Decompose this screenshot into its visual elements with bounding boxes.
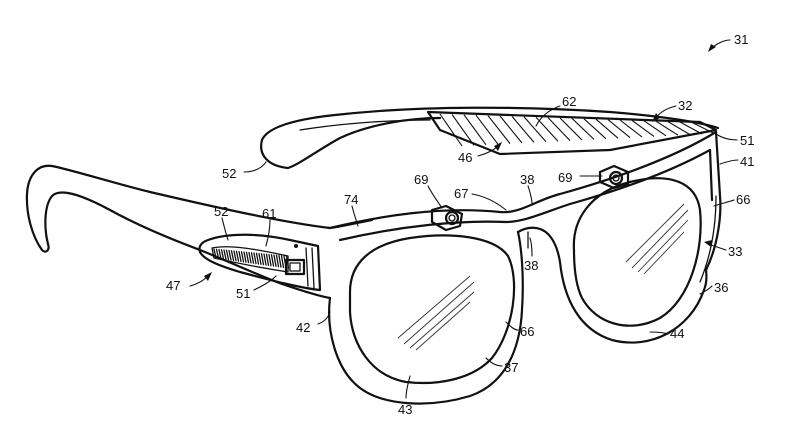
module-texture-line — [278, 254, 282, 268]
hatch-line — [463, 114, 487, 146]
module-texture-line — [245, 251, 250, 264]
ref-66-right: 66 — [736, 192, 750, 207]
module-texture-line — [220, 249, 225, 260]
front-frame — [328, 130, 722, 405]
module-texture-line — [240, 251, 245, 263]
ref-69-right: 69 — [558, 170, 572, 185]
hatch-line — [571, 118, 595, 140]
module-texture-line — [215, 248, 220, 260]
hatch-line — [559, 117, 583, 141]
hatch-line — [547, 117, 571, 141]
module-texture-line — [250, 252, 255, 264]
module-texture-line — [273, 254, 277, 268]
module-texture-line — [263, 253, 267, 266]
ref-74: 74 — [344, 192, 358, 207]
ref-52-left: 52 — [214, 204, 228, 219]
right-lens-glare — [625, 203, 689, 275]
hatch-line — [511, 116, 535, 143]
near-temple-arm — [25, 164, 374, 300]
ref-51-left: 51 — [236, 286, 250, 301]
module-texture-line — [265, 253, 270, 267]
module-texture-line — [233, 250, 237, 262]
ref-37: 37 — [504, 360, 518, 375]
leader-lines — [189, 39, 739, 399]
ref-31: 31 — [734, 32, 748, 47]
left-camera-lens — [430, 204, 464, 232]
far-temple-arm — [260, 106, 720, 170]
reference-numerals: 31 62 32 51 41 46 52 69 38 69 67 66 74 5… — [166, 32, 754, 417]
hatch-line — [451, 114, 475, 146]
ref-36: 36 — [714, 280, 728, 295]
module-texture-line — [285, 255, 290, 269]
hatch-line — [619, 119, 643, 138]
hatch-line — [643, 120, 667, 137]
ref-52-right: 52 — [222, 166, 236, 181]
ref-61: 61 — [262, 206, 276, 221]
ref-42: 42 — [296, 320, 310, 335]
hatch-line — [667, 121, 691, 136]
hatch-line — [487, 115, 511, 144]
right-camera-lens — [598, 164, 630, 190]
module-texture-line — [228, 249, 232, 261]
hatch-line — [631, 119, 655, 137]
ref-33: 33 — [728, 244, 742, 259]
module-texture-line — [258, 252, 262, 265]
module-texture-line — [213, 248, 217, 259]
hatch-line — [595, 118, 619, 139]
hatch-line — [679, 121, 703, 135]
hatch-line — [523, 116, 547, 143]
hatch-line — [499, 115, 523, 144]
module-texture-line — [223, 249, 227, 261]
hatch-line — [583, 118, 607, 140]
ref-43: 43 — [398, 402, 412, 417]
module-texture-line — [270, 254, 275, 267]
ref-44: 44 — [670, 326, 684, 341]
ref-38-bridge: 38 — [524, 258, 538, 273]
module-texture-line — [218, 248, 222, 260]
module-texture-line — [280, 255, 285, 269]
ref-66-center: 66 — [520, 324, 534, 339]
ref-62: 62 — [562, 94, 576, 109]
hatch-line — [607, 119, 631, 139]
ref-38-top: 38 — [520, 172, 534, 187]
module-texture-line — [275, 254, 280, 268]
module-texture-line — [230, 250, 235, 262]
module-texture-line — [243, 251, 247, 263]
module-texture-line — [238, 250, 242, 263]
module-texture-line — [235, 250, 240, 262]
ref-51-top: 51 — [740, 133, 754, 148]
module-texture-line — [260, 253, 265, 266]
module-texture-line — [225, 249, 230, 261]
hatch-line — [439, 113, 463, 147]
module-texture-line — [255, 252, 260, 265]
ref-32: 32 — [678, 98, 692, 113]
hinge-hatched-region — [426, 110, 718, 156]
ref-41: 41 — [740, 154, 754, 169]
ref-69-left: 69 — [414, 172, 428, 187]
left-lens-glare — [397, 275, 475, 351]
module-texture-line — [248, 251, 252, 264]
hatch-line — [691, 121, 715, 134]
module-texture-line — [253, 252, 257, 265]
hatch-line — [475, 114, 499, 145]
ref-67: 67 — [454, 186, 468, 201]
hatch-line — [535, 116, 559, 142]
hatch-line — [655, 120, 679, 136]
ref-46: 46 — [458, 150, 472, 165]
ref-47: 47 — [166, 278, 180, 293]
module-texture-line — [268, 253, 272, 267]
